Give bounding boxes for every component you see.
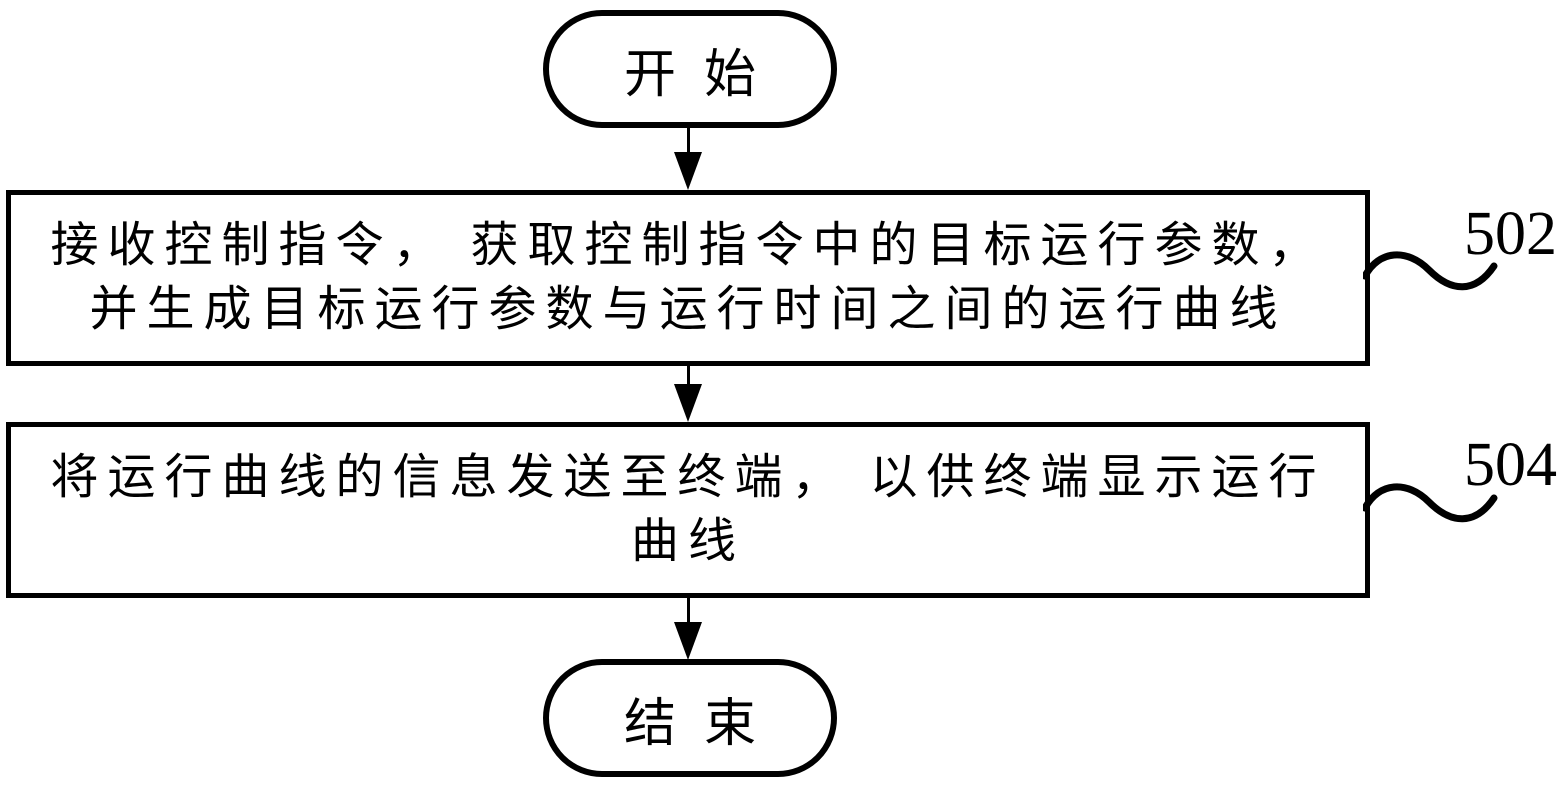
ref-label-504: 504	[1464, 431, 1557, 499]
process-box-504-text-line1: 将运行曲线的信息发送至终端， 以供终端显示运行	[50, 451, 1326, 504]
arrowhead-down-icon	[674, 384, 702, 422]
squiggle-connector-504	[1363, 476, 1498, 526]
arrow-connector-504-to-end	[674, 597, 702, 660]
arrow-shaft	[686, 363, 690, 384]
arrowhead-down-icon	[674, 152, 702, 190]
start-node-label: 开始	[623, 46, 784, 104]
process-box-504: 将运行曲线的信息发送至终端， 以供终端显示运行 曲线	[6, 422, 1370, 598]
squiggle-icon	[1363, 483, 1498, 523]
process-box-502: 接收控制指令， 获取控制指令中的目标运行参数， 并生成目标运行参数与运行时间之间…	[6, 190, 1370, 366]
squiggle-icon	[1363, 251, 1498, 291]
process-box-504-text-line2: 曲线	[630, 515, 745, 568]
arrow-connector-502-to-504	[674, 363, 702, 422]
ref-label-502: 502	[1464, 200, 1557, 268]
arrowhead-down-icon	[674, 622, 702, 660]
arrow-connector-start-to-502	[674, 127, 702, 190]
process-box-502-text-line2: 并生成目标运行参数与运行时间之间的运行曲线	[89, 283, 1287, 336]
process-box-502-text-line1: 接收控制指令， 获取控制指令中的目标运行参数，	[50, 219, 1326, 272]
end-node-label: 结束	[623, 695, 784, 753]
end-node: 结束	[543, 659, 837, 777]
start-node: 开始	[543, 10, 837, 128]
arrow-shaft	[686, 597, 690, 622]
squiggle-connector-502	[1363, 244, 1498, 294]
arrow-shaft	[686, 127, 690, 152]
